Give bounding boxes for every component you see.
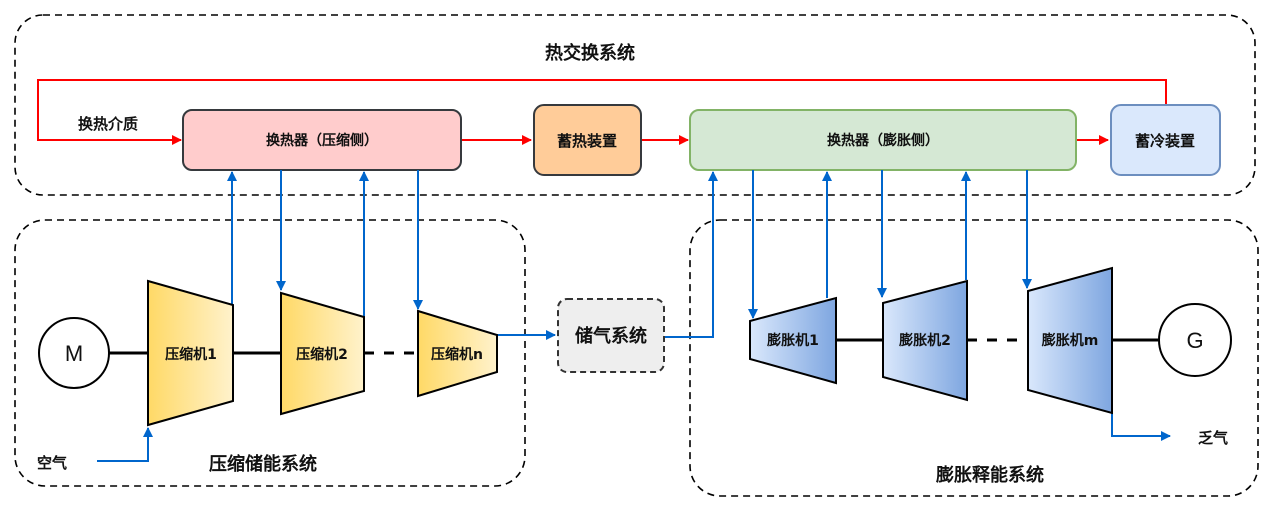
expander-m-label: 膨胀机m xyxy=(1042,332,1099,349)
expander-m[interactable]: 膨胀机m xyxy=(1027,266,1113,415)
hx-expansion-side[interactable]: 换热器（膨胀侧） xyxy=(689,109,1077,171)
motor-label: M xyxy=(65,341,83,366)
expander-2-label: 膨胀机2 xyxy=(899,332,951,349)
cold-storage-label: 蓄冷装置 xyxy=(1135,132,1195,150)
compressor-1[interactable]: 压缩机1 xyxy=(147,279,234,427)
hx-compression-side[interactable]: 换热器（压缩侧） xyxy=(182,109,462,171)
compressor-1-label: 压缩机1 xyxy=(165,346,217,363)
expansion-system-title: 膨胀释能系统 xyxy=(935,464,1044,486)
expander-1[interactable]: 膨胀机1 xyxy=(749,296,837,385)
generator-label: G xyxy=(1186,328,1203,353)
hx-compression-label: 换热器（压缩侧） xyxy=(266,132,378,149)
compression-system-boundary xyxy=(14,219,526,487)
heat-storage[interactable]: 蓄热装置 xyxy=(533,104,642,176)
heat-exchange-system-title: 热交换系统 xyxy=(545,42,635,64)
air-inlet-label: 空气 xyxy=(37,454,67,472)
heat-exchange-system-boundary xyxy=(14,14,1256,196)
hx-expansion-label: 换热器（膨胀侧） xyxy=(827,132,939,149)
expansion-system-boundary xyxy=(689,219,1259,497)
cold-storage[interactable]: 蓄冷装置 xyxy=(1110,104,1221,176)
air-storage-label: 储气系统 xyxy=(574,325,647,347)
compressor-2-label: 压缩机2 xyxy=(296,346,348,363)
generator[interactable]: G xyxy=(1158,303,1232,377)
air-storage[interactable]: 储气系统 xyxy=(557,298,665,373)
compressor-n-label: 压缩机n xyxy=(431,346,483,363)
air-inlet-line xyxy=(97,427,153,462)
heat-storage-label: 蓄热装置 xyxy=(557,132,617,150)
heat-medium-label: 换热介质 xyxy=(78,115,138,133)
air-flow-storage-to-hx xyxy=(665,171,718,338)
exhaust-label: 乏气 xyxy=(1198,429,1228,447)
compression-system-title: 压缩储能系统 xyxy=(209,453,317,475)
expander-1-label: 膨胀机1 xyxy=(767,332,819,349)
compressor-n[interactable]: 压缩机n xyxy=(417,309,498,398)
motor[interactable]: M xyxy=(38,317,110,389)
expander-2[interactable]: 膨胀机2 xyxy=(882,279,968,402)
exhaust-line xyxy=(1111,413,1171,441)
compressor-2[interactable]: 压缩机2 xyxy=(280,291,365,416)
heat-medium-return-line xyxy=(37,79,1167,145)
